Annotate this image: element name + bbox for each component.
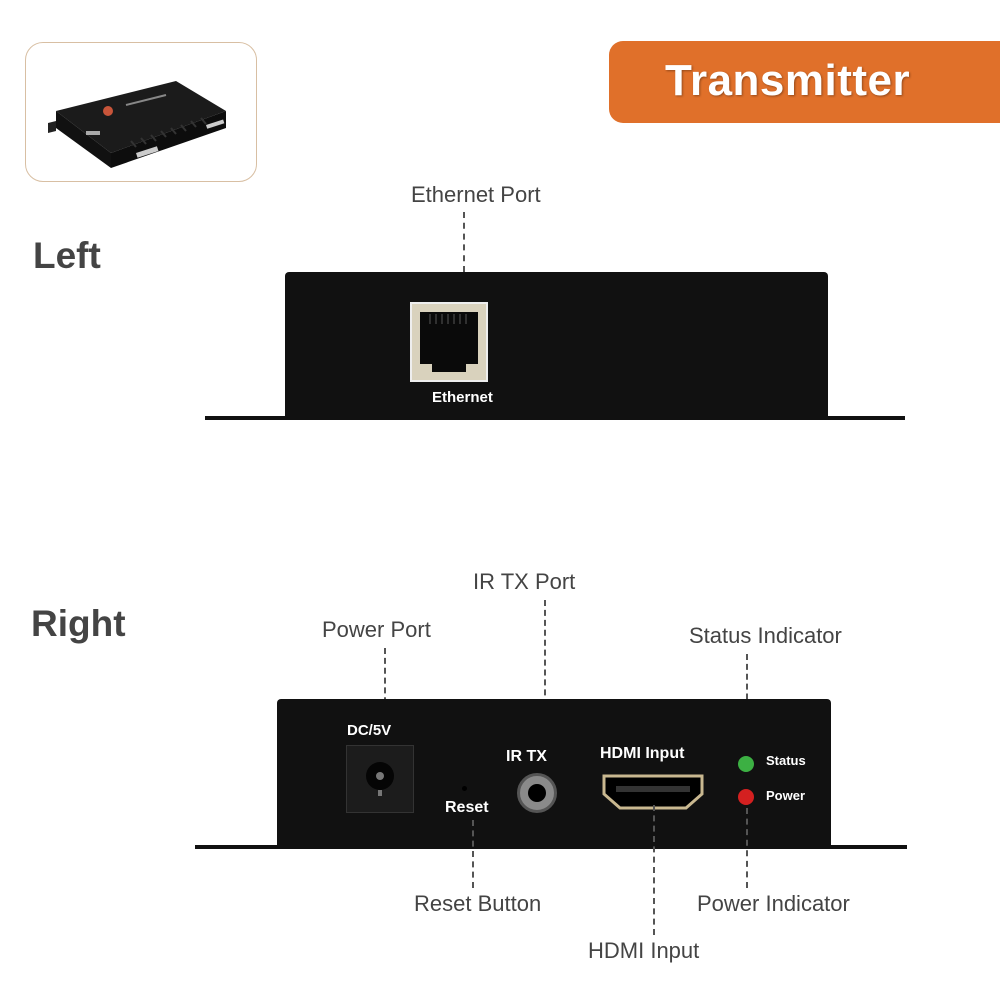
title-banner (609, 41, 1000, 123)
leader-line (472, 820, 474, 888)
audio-jack-icon (528, 784, 546, 802)
leader-line (653, 805, 655, 935)
leader-line (746, 808, 748, 888)
hdmi-panel-label: HDMI Input (600, 745, 685, 762)
leader-line (463, 212, 465, 272)
dc-panel-label: DC/5V (347, 722, 392, 739)
hdmi-port-icon (602, 774, 704, 810)
reset-button (462, 786, 467, 791)
mounting-flange (195, 845, 907, 849)
leader-line (544, 600, 546, 745)
reset-panel-label: Reset (445, 799, 489, 816)
power-port (346, 745, 414, 813)
right-view-label: Right (31, 603, 126, 644)
callout-status-indicator: Status Indicator (689, 623, 842, 648)
callout-hdmi-input: HDMI Input (588, 938, 700, 963)
callout-power-indicator: Power Indicator (697, 891, 850, 916)
status-panel-label: Status (766, 753, 806, 768)
rj45-icon (420, 312, 478, 372)
device-thumbnail (25, 42, 257, 182)
left-view-label: Left (33, 235, 101, 276)
left-panel-device (285, 272, 828, 420)
page-title: Transmitter (665, 56, 911, 105)
callout-reset-button: Reset Button (414, 891, 542, 916)
power-led (738, 789, 754, 805)
device-thumbnail-icon (48, 81, 226, 168)
irtx-panel-label: IR TX (506, 748, 547, 765)
dc-jack-icon (366, 762, 394, 796)
status-led (738, 756, 754, 772)
mounting-flange (205, 416, 905, 420)
ethernet-port (410, 302, 488, 382)
ir-tx-port (517, 773, 557, 813)
ethernet-panel-label: Ethernet (432, 389, 493, 406)
callout-power-port: Power Port (322, 617, 431, 642)
callout-ir-tx-port: IR TX Port (473, 569, 576, 594)
callout-ethernet-port: Ethernet Port (411, 182, 541, 207)
power-panel-label: Power (766, 788, 806, 803)
leader-line (384, 648, 386, 723)
